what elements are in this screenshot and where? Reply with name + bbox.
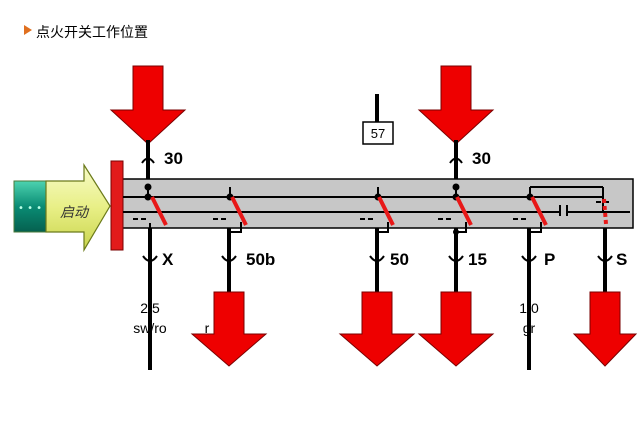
load-arrow <box>190 291 268 367</box>
output-terminal-label: P <box>544 250 555 269</box>
start-label: 启动 <box>60 205 90 221</box>
output-terminal-p: P 1,0 gr <box>519 228 555 370</box>
load-arrow <box>338 291 416 367</box>
wire-color-label: sw/ro <box>133 320 167 336</box>
output-terminal-x: X 2,5 sw/ro <box>133 228 174 370</box>
page-title: 点火开关工作位置 <box>36 25 148 41</box>
input-arrow-right <box>417 65 495 145</box>
output-terminal-label: X <box>162 250 174 269</box>
terminal-57: 57 <box>362 94 394 145</box>
output-terminal-50b: 50b r <box>190 228 275 367</box>
switch-contact-s <box>596 198 610 225</box>
wire-size-label: 1,0 <box>519 300 539 316</box>
output-terminal-label: 50 <box>390 250 409 269</box>
title-bullet-icon <box>24 25 32 35</box>
input-terminal-label: 30 <box>472 149 491 168</box>
output-terminal-label: 50b <box>246 250 275 269</box>
start-arrow-head <box>45 162 111 253</box>
input-terminal-30-left: 30 <box>109 65 187 179</box>
output-terminal-15: 15 <box>417 228 495 367</box>
output-terminal-label: S <box>616 250 627 269</box>
wire-size-label: 2,5 <box>140 300 160 316</box>
start-arrow: • • • 启动 <box>13 162 111 253</box>
wire-color-label: r <box>205 320 210 336</box>
input-arrow-left <box>109 65 187 145</box>
wire-color-label: gr <box>523 320 536 336</box>
switch-end-plate <box>110 160 124 251</box>
output-terminal-50: 50 <box>338 228 416 367</box>
terminal-57-label: 57 <box>371 126 385 141</box>
output-terminal-s: S <box>572 228 638 367</box>
load-arrow <box>417 291 495 367</box>
load-arrow <box>572 291 638 367</box>
input-terminal-30-right: 30 <box>417 65 495 179</box>
input-terminal-label: 30 <box>164 149 183 168</box>
output-terminal-label: 15 <box>468 250 487 269</box>
start-arrow-tail-text: • • • <box>18 203 42 214</box>
